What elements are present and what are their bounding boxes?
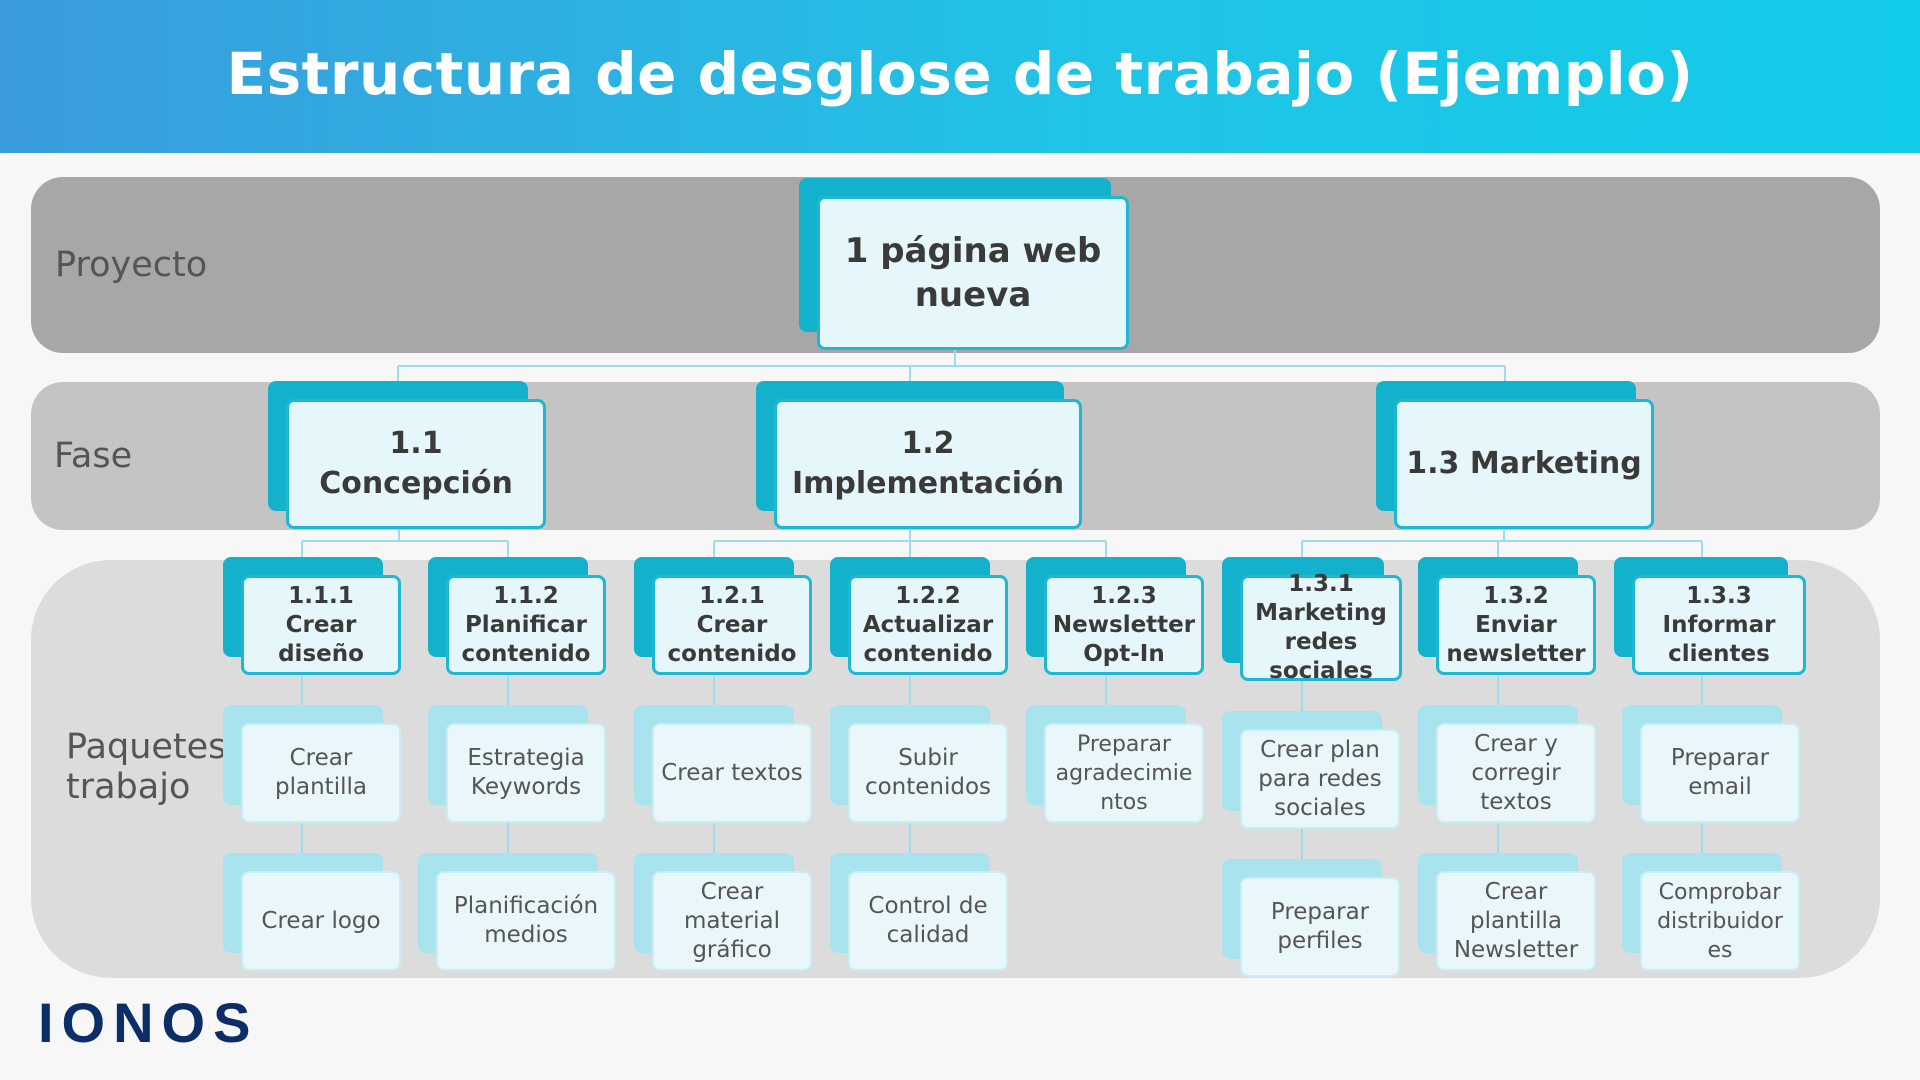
- task-label: Subir contenidos: [848, 723, 1008, 823]
- level-label-packages: Paquetes trabajo: [66, 727, 227, 807]
- work-package-label: 1.3.3 Informar clientes: [1632, 575, 1806, 675]
- task-node: Control de calidad: [830, 853, 1008, 971]
- phase-node-1-3: 1.3 Marketing: [1376, 381, 1654, 529]
- work-package-1-2-2: 1.2.2 Actualizar contenido: [830, 557, 1008, 675]
- work-package-1-3-1: 1.3.1 Marketing redes sociales: [1222, 557, 1402, 684]
- ionos-logo: IONOS: [38, 991, 259, 1054]
- phase-label-1-2: 1.2 Implementación: [774, 399, 1082, 529]
- header-banner: Estructura de desglose de trabajo (Ejemp…: [0, 0, 1920, 153]
- work-package-label: 1.2.3 Newsletter Opt-In: [1044, 575, 1204, 675]
- work-package-label: 1.2.2 Actualizar contenido: [848, 575, 1008, 675]
- phase-node-1-1: 1.1 Concepción: [268, 381, 546, 529]
- task-node: Crear y corregir textos: [1418, 705, 1596, 823]
- level-label-project: Proyecto: [55, 245, 208, 285]
- phase-node-1-2: 1.2 Implementación: [756, 381, 1082, 529]
- task-node: Comprobar distribuidor es: [1622, 853, 1800, 971]
- work-package-1-3-2: 1.3.2 Enviar newsletter: [1418, 557, 1596, 675]
- work-package-label: 1.3.2 Enviar newsletter: [1436, 575, 1596, 675]
- work-package-label: 1.2.1 Crear contenido: [652, 575, 812, 675]
- task-node: Preparar email: [1622, 705, 1800, 823]
- task-node: Subir contenidos: [830, 705, 1008, 823]
- task-label: Comprobar distribuidor es: [1640, 871, 1800, 971]
- phase-label-1-3: 1.3 Marketing: [1394, 399, 1654, 529]
- work-package-label: 1.3.1 Marketing redes sociales: [1240, 571, 1402, 684]
- task-node: Crear plantilla Newsletter: [1418, 853, 1596, 971]
- task-node: Planificación medios: [418, 853, 616, 971]
- page-title: Estructura de desglose de trabajo (Ejemp…: [226, 40, 1694, 108]
- task-node: Crear material gráfico: [634, 853, 812, 971]
- work-package-1-2-3: 1.2.3 Newsletter Opt-In: [1026, 557, 1204, 675]
- work-package-1-2-1: 1.2.1 Crear contenido: [634, 557, 812, 675]
- project-label: 1 página web nueva: [817, 196, 1129, 350]
- task-label: Planificación medios: [436, 871, 616, 971]
- task-label: Preparar agradecimie ntos: [1044, 723, 1204, 823]
- task-label: Crear logo: [241, 871, 401, 971]
- task-node: Estrategia Keywords: [428, 705, 606, 823]
- phase-label-1-1: 1.1 Concepción: [286, 399, 546, 529]
- task-label: Crear y corregir textos: [1436, 723, 1596, 823]
- task-node: Crear textos: [634, 705, 812, 823]
- task-node: Crear plantilla: [223, 705, 401, 823]
- task-label: Crear plantilla: [241, 723, 401, 823]
- work-package-label: 1.1.2 Planificar contenido: [446, 575, 606, 675]
- task-label: Crear textos: [652, 723, 812, 823]
- work-package-1-1-1: 1.1.1 Crear diseño: [223, 557, 401, 675]
- task-label: Estrategia Keywords: [446, 723, 606, 823]
- task-node: Crear logo: [223, 853, 401, 971]
- task-label: Preparar perfiles: [1240, 877, 1400, 977]
- task-label: Preparar email: [1640, 723, 1800, 823]
- task-label: Control de calidad: [848, 871, 1008, 971]
- work-package-label: 1.1.1 Crear diseño: [241, 575, 401, 675]
- work-package-1-3-3: 1.3.3 Informar clientes: [1614, 557, 1806, 675]
- task-label: Crear material gráfico: [652, 871, 812, 971]
- work-package-1-1-2: 1.1.2 Planificar contenido: [428, 557, 606, 675]
- level-label-phase: Fase: [54, 436, 133, 476]
- task-node: Preparar agradecimie ntos: [1026, 705, 1204, 823]
- task-node: Crear plan para redes sociales: [1222, 711, 1400, 829]
- task-label: Crear plantilla Newsletter: [1436, 871, 1596, 971]
- project-node: 1 página web nueva: [799, 178, 1129, 350]
- task-node: Preparar perfiles: [1222, 859, 1400, 977]
- task-label: Crear plan para redes sociales: [1240, 729, 1400, 829]
